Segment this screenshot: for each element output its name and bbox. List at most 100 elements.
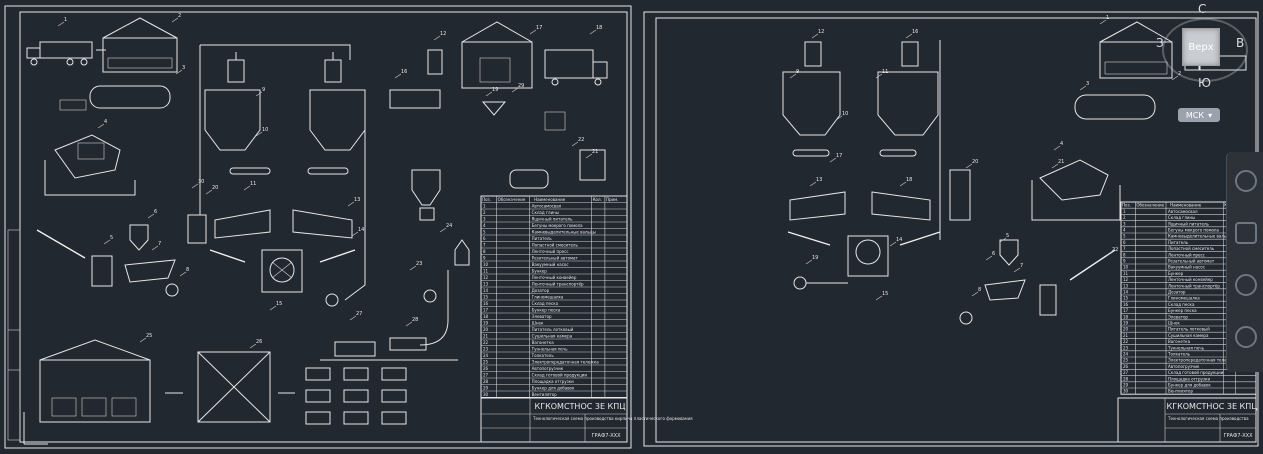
table-row-name: Толкатель (1167, 352, 1191, 357)
table-row-number: 17 (483, 308, 489, 313)
table-row-number: 27 (1123, 370, 1129, 375)
table-row-number: 22 (1123, 339, 1129, 344)
table-row-name: Сушильная камера (532, 334, 573, 339)
belt-conveyor-icon (792, 149, 830, 157)
item-number-label: 22 (578, 137, 584, 143)
table-row-number: 30 (1123, 389, 1129, 394)
table-row-name: Вентилятор (1168, 389, 1193, 394)
ucs-dropdown[interactable]: МСК ▾ (1178, 108, 1220, 122)
table-row-number: 9 (1123, 259, 1126, 264)
table-row-number: 4 (483, 223, 486, 228)
item-number-label: 16 (912, 29, 918, 35)
left-margin-stamp (7, 229, 21, 441)
item-number-label: 3 (1086, 81, 1089, 87)
item-number-label: 8 (186, 267, 189, 273)
feeder-hopper-icon (999, 239, 1019, 266)
navigation-bar[interactable] (1226, 152, 1263, 372)
table-row-name: Резательный автомат (1168, 259, 1215, 264)
table-row-number: 1 (1123, 209, 1126, 214)
item-number-label: 14 (896, 237, 902, 243)
table-row-name: Ленточный пресс (532, 249, 569, 254)
compass-west-label[interactable]: З (1156, 36, 1164, 50)
drum-dryer-icon (789, 191, 846, 221)
table-row-name: Камневыделительные вальцы (532, 230, 596, 235)
orbit-icon[interactable] (1235, 326, 1257, 348)
table-row-number: 26 (1123, 364, 1129, 369)
item-number-label: 16 (401, 69, 407, 75)
table-row-number: 15 (483, 295, 489, 300)
cyclone-icon (949, 169, 971, 221)
compass-north-label[interactable]: С (1198, 2, 1207, 16)
table-row-name: Камневыделительные вальцы (1168, 234, 1232, 239)
item-number-label: 10 (262, 127, 268, 133)
table-row-name: Бункер для добавок (532, 386, 575, 391)
item-number-label: 6 (992, 251, 995, 257)
table-row-number: 12 (483, 275, 489, 280)
item-number-label: 26 (256, 339, 262, 345)
table-row-number: 21 (1123, 333, 1129, 338)
table-row-number: 17 (1123, 308, 1129, 313)
table-row-name: Вагонетка (532, 340, 555, 345)
additive-bunker-icon (427, 49, 443, 75)
table-row-name: Ленточный конвейер (1168, 277, 1213, 282)
table-row-name: Ленточный пресс (1168, 252, 1205, 257)
title-block-code: КГКОМСТНОС 3Е КПЦ (535, 402, 626, 411)
title-block-drawing-number: ГРАФ7-ХХХ (591, 433, 621, 439)
finished-goods-warehouse-icon (39, 339, 151, 423)
table-row-number: 19 (1123, 321, 1129, 326)
elevator-pulley-icon (423, 289, 437, 303)
table-row-name: Ящичный питатель (1168, 221, 1209, 226)
item-number-label: 14 (358, 227, 364, 233)
steering-wheel-icon[interactable] (1235, 170, 1257, 192)
item-number-label: 3 (182, 65, 185, 71)
drum-dryer-icon (871, 191, 931, 221)
compass-east-label[interactable]: В (1236, 36, 1245, 50)
kiln-car-grid (305, 367, 407, 425)
table-header-cell: Наименование (1170, 203, 1202, 208)
viewcube[interactable]: С Ю З В Верх МСК ▾ (1156, 2, 1252, 126)
table-row-number: 5 (483, 230, 486, 235)
table-row-name: Бункер для добавок (1168, 383, 1211, 388)
table-row-number: 29 (1123, 383, 1129, 388)
belt-conveyor-icon (307, 167, 349, 175)
table-row-number: 6 (1123, 240, 1126, 245)
table-row-name: Ящичный питатель (532, 217, 573, 222)
drum-dryer-icon (214, 209, 271, 239)
item-number-label: 1 (1106, 15, 1109, 21)
title-block-subtitle: Технологическая схема производства кирпи… (532, 416, 693, 421)
table-row-name: Дозатор (532, 288, 550, 293)
table-row-number: 10 (1123, 265, 1129, 270)
item-number-label: 13 (816, 177, 822, 183)
item-number-label: 22 (1112, 247, 1118, 253)
item-number-label: 7 (158, 241, 161, 247)
table-row-number: 18 (483, 314, 489, 319)
table-row-name: Ленточный транспортёр (532, 282, 584, 287)
mill-icon (509, 169, 549, 189)
mixer-icon (124, 259, 176, 283)
drum-dryer-icon (292, 209, 353, 239)
table-row-name: Резательный автомат (532, 256, 579, 261)
table-row-name: Ленточный транспортёр (1168, 283, 1220, 288)
delivery-truck-icon (544, 49, 608, 86)
table-row-number: 29 (483, 386, 489, 391)
table-row-number: 11 (1123, 271, 1129, 276)
table-row-number: 30 (483, 392, 489, 397)
left-sheet: Поз.ОбозначениеНаименованиеКол.Прим.1Авт… (4, 5, 693, 449)
compass-south-label[interactable]: Ю (1198, 76, 1211, 90)
table-row-name: Бункер песка (1168, 308, 1197, 313)
mixer-icon (984, 279, 1026, 301)
item-number-label: 8 (978, 287, 981, 293)
zoom-icon[interactable] (1235, 274, 1257, 296)
table-row-name: Склад глины (532, 210, 559, 215)
pan-icon[interactable] (1235, 222, 1257, 244)
table-row-name: Толкатель (531, 353, 555, 358)
item-number-label: 21 (592, 149, 598, 155)
fan-icon (325, 293, 339, 307)
viewcube-top-face[interactable]: Верх (1182, 28, 1220, 66)
viewcube-compass-ring[interactable] (1162, 18, 1248, 82)
truck-icon (26, 41, 106, 66)
sand-hopper-icon (411, 169, 441, 206)
